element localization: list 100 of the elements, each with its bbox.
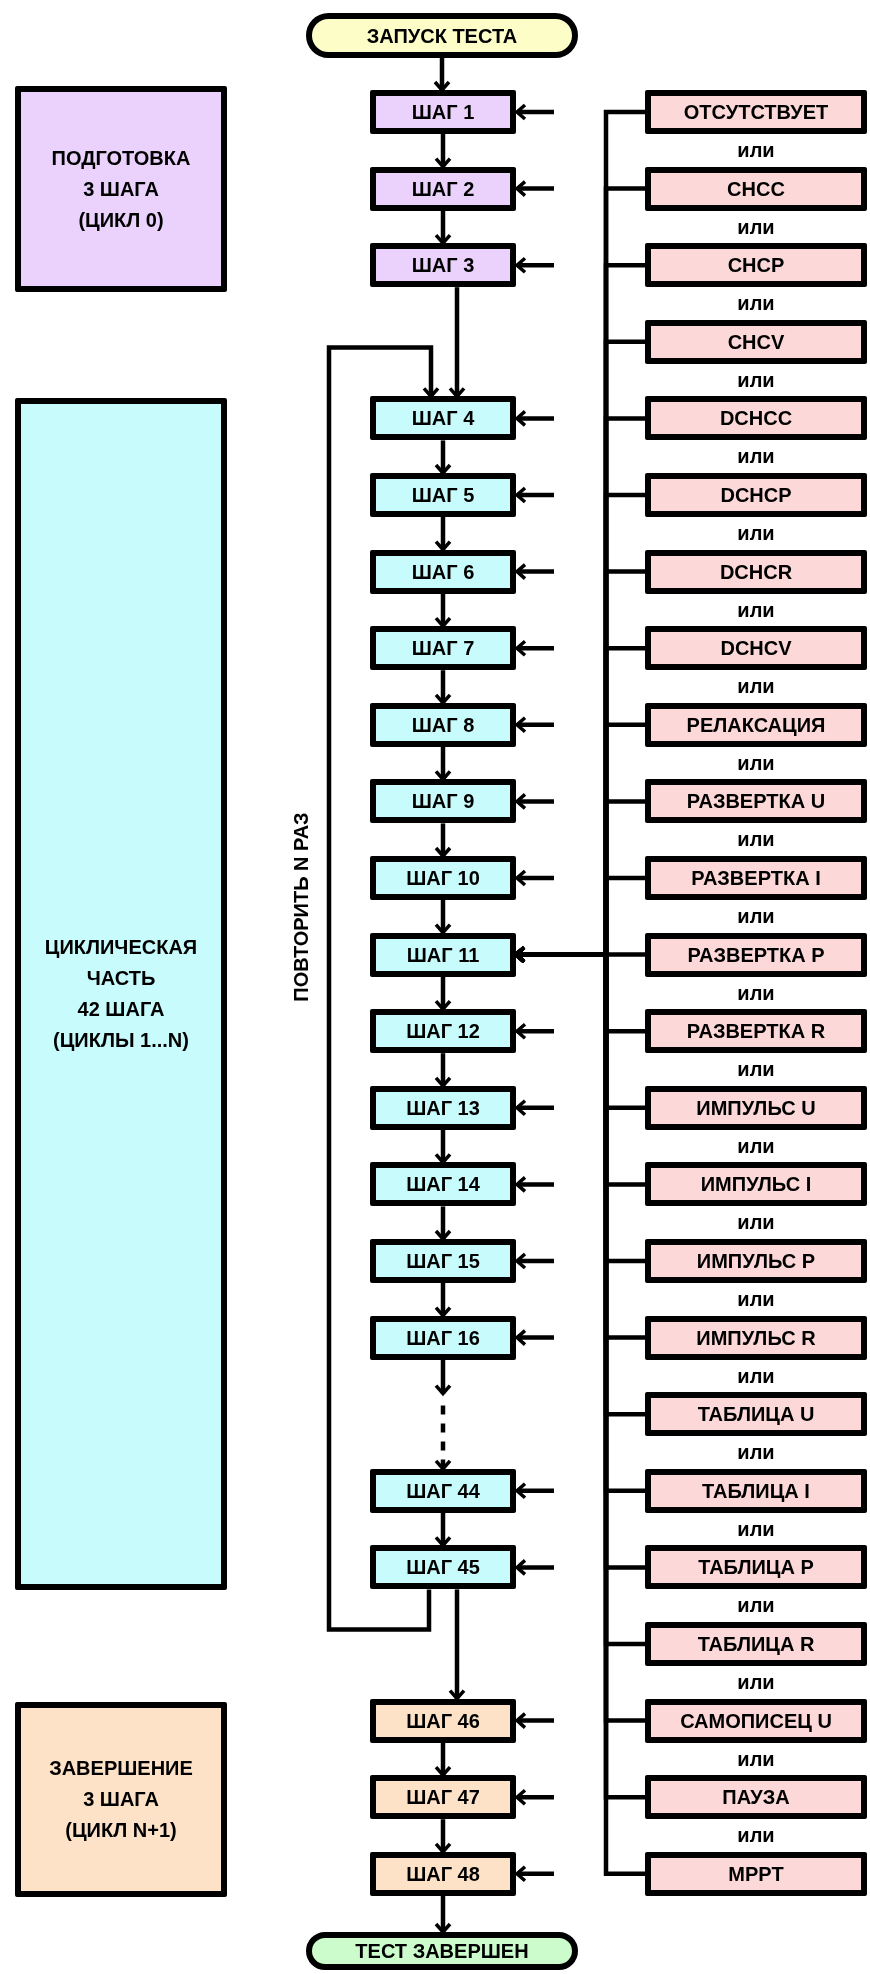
option-box [645,932,867,977]
option-box [645,1392,867,1437]
option-box [645,243,867,288]
option-box [645,1775,867,1820]
box-label: ШАГ 4 [411,407,475,430]
or-label: или [736,1825,776,1846]
connector-arrow [434,1206,452,1241]
box-label: РАЗВЕРТКА P [687,943,825,966]
box-label: ШАГ 2 [411,177,475,200]
stage-box [15,86,227,292]
stage-box [15,398,227,1590]
option-box [645,1239,867,1283]
connector-arrow [434,1742,452,1777]
step-box [370,779,516,824]
connector-arrow [434,440,452,475]
connector-arrow [434,976,452,1011]
or-label: или [736,369,776,390]
connector-arrow [434,517,452,552]
step-box [370,473,516,517]
connector-arrow [434,1512,452,1548]
or-label: или [736,216,776,237]
step-box [370,1698,516,1743]
box-label: ТЕСТ ЗАВЕРШЕН [355,1940,529,1962]
connector-arrow [326,345,440,1632]
arrow [515,409,554,428]
option-box [645,779,867,824]
box-label: ШАГ 7 [411,637,475,660]
connector-arrow [434,1053,452,1088]
arrow [515,1328,554,1347]
step-box [370,90,516,134]
step-box [370,1468,516,1513]
arrow [515,1175,554,1194]
box-label: (ЦИКЛ 0) [77,207,165,233]
box-label: MPPT [728,1862,784,1885]
step-box [370,856,516,900]
or-label: или [736,1365,776,1386]
box-label: РЕЛАКСАЦИЯ [686,713,826,736]
arrow [515,1099,554,1117]
or-label: или [736,140,776,160]
option-box [645,626,867,671]
connector-arrow [433,58,451,92]
box-label: ИМПУЛЬС P [696,1250,816,1272]
or-label: или [736,293,776,314]
box-label: 3 ШАГА [82,176,160,202]
stage-box [15,1702,227,1897]
option-box [645,473,867,517]
step-box [370,243,516,288]
connector-arrow [434,670,452,705]
or-label: или [736,1289,776,1309]
box-label: ШАГ 13 [406,1096,480,1119]
or-label: или [736,1059,776,1080]
or-label: или [736,446,776,467]
or-label: или [736,982,776,1003]
option-box [645,702,867,747]
connector-arrow [434,1129,452,1165]
box-label: ТАБЛИЦА I [702,1479,810,1502]
or-label: или [736,1518,776,1539]
box-label: ШАГ 45 [406,1556,480,1579]
box-label: ШАГ 15 [406,1250,480,1272]
arrow [515,1788,554,1806]
or-label: или [736,1212,776,1233]
step-box [370,549,516,594]
connector-arrow [434,593,452,628]
box-label: ЦИКЛИЧЕСКАЯ ЧАСТЬ [43,935,199,991]
option-box [645,1162,867,1207]
step-box [370,1085,516,1130]
box-label: 3 ШАГА [82,1787,160,1812]
step-box [370,1545,516,1590]
box-label: ШАГ 3 [411,254,475,277]
box-label: CHCC [727,177,785,200]
step-box [370,396,516,441]
option-box [645,1315,867,1360]
connector-arrow [434,1819,452,1854]
step-box [370,626,516,671]
option-box [645,1545,867,1590]
option-box [645,1009,867,1054]
arrow [515,1558,554,1577]
connector-arrow [434,823,452,858]
box-label: РАЗВЕРТКА R [686,1020,826,1043]
box-label: ТАБЛИЦА P [698,1556,814,1579]
arrow [515,1022,554,1040]
option-box [645,1622,867,1666]
option-box [645,396,867,441]
or-label: или [736,1135,776,1156]
option-box [645,1085,867,1130]
or-label: или [736,1748,776,1769]
arrow [515,103,554,121]
box-label: ШАГ 1 [411,101,475,123]
or-label: или [736,676,776,697]
arrow [515,1711,554,1730]
step-box [370,932,516,977]
or-label: или [736,752,776,773]
box-label: РАЗВЕРТКА U [686,790,826,813]
arrow [515,1865,554,1883]
box-label: ЗАПУСК ТЕСТА [366,24,518,47]
step-box [370,1009,516,1054]
option-box [645,166,867,211]
box-label: (ЦИКЛЫ 1...N) [52,1028,190,1053]
box-label: ШАГ 8 [411,713,475,736]
box-label: DCHCP [720,484,792,506]
